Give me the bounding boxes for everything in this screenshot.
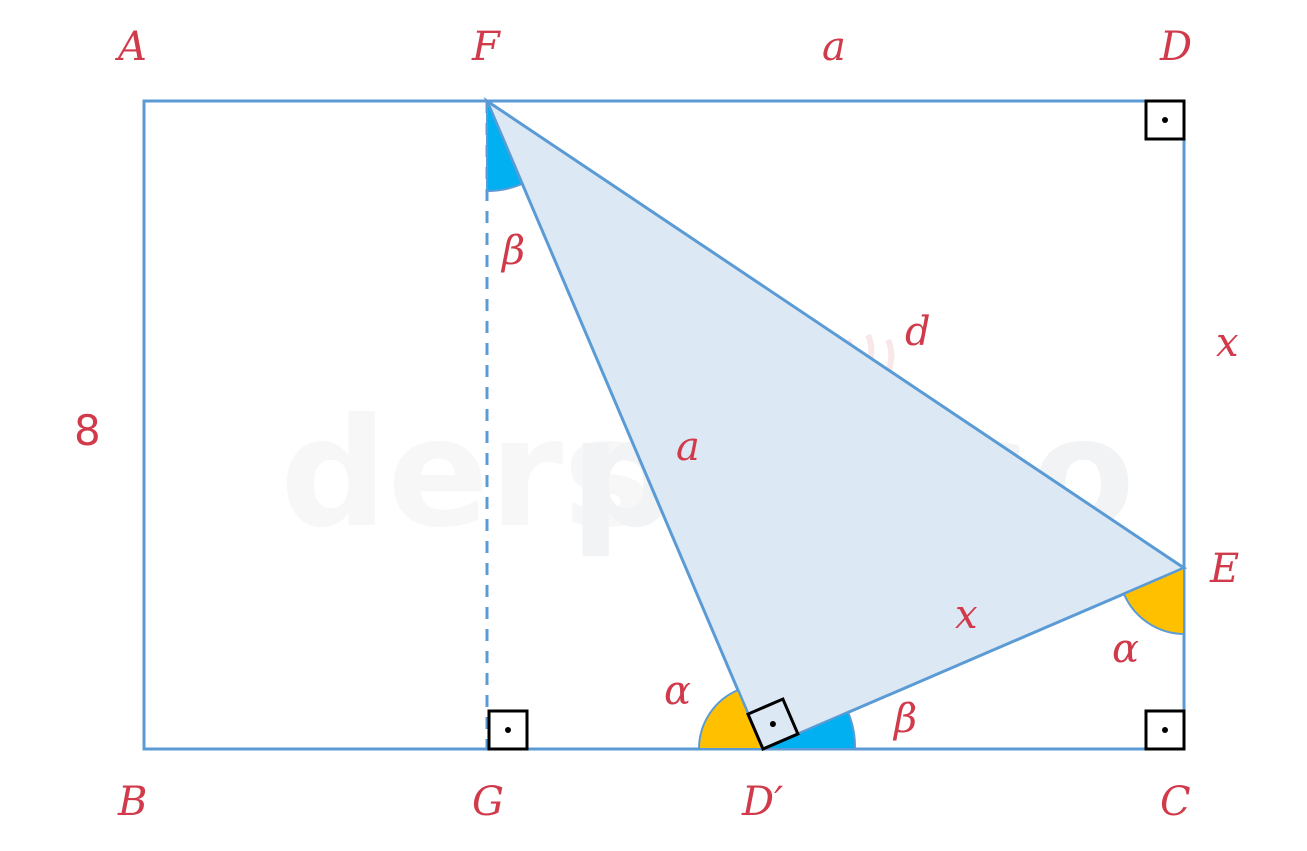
triangle-fd-prime-e — [483, 96, 1188, 751]
point-label-b: B — [117, 779, 147, 825]
point-label-c: C — [1160, 779, 1191, 825]
watermark-text-ders: ders — [280, 387, 652, 561]
right-angle-marker-d — [1144, 99, 1186, 141]
point-label-g: G — [472, 779, 504, 825]
segment-label-ab: 8 — [74, 406, 101, 455]
right-angle-marker-c — [1144, 709, 1186, 751]
angle-label-beta-d-prime: β — [892, 696, 917, 742]
point-label-d: D — [1159, 24, 1192, 70]
angle-alpha-at-e — [1122, 566, 1185, 636]
angle-alpha-at-d-prime — [697, 688, 765, 750]
rectangle-abcd — [142, 99, 1186, 751]
angle-label-alpha-d-prime: α — [664, 668, 691, 714]
angle-beta-at-f — [486, 100, 524, 193]
point-label-d-prime: D′ — [741, 779, 783, 825]
segment-label-fe: d — [905, 309, 931, 355]
right-angle-marker-d-prime — [745, 697, 800, 751]
segment-label-fd-prime: a — [676, 424, 700, 470]
point-label-a: A — [114, 24, 147, 70]
segment-label-d-prime-e: x — [955, 592, 978, 638]
segment-label-fd: a — [822, 24, 846, 70]
point-label-e: E — [1209, 546, 1239, 592]
right-angle-marker-g — [487, 709, 529, 751]
segment-label-de: x — [1216, 320, 1239, 366]
point-label-f: F — [471, 24, 501, 70]
angle-label-alpha-e: α — [1112, 626, 1139, 672]
angle-label-beta-f: β — [500, 228, 525, 274]
